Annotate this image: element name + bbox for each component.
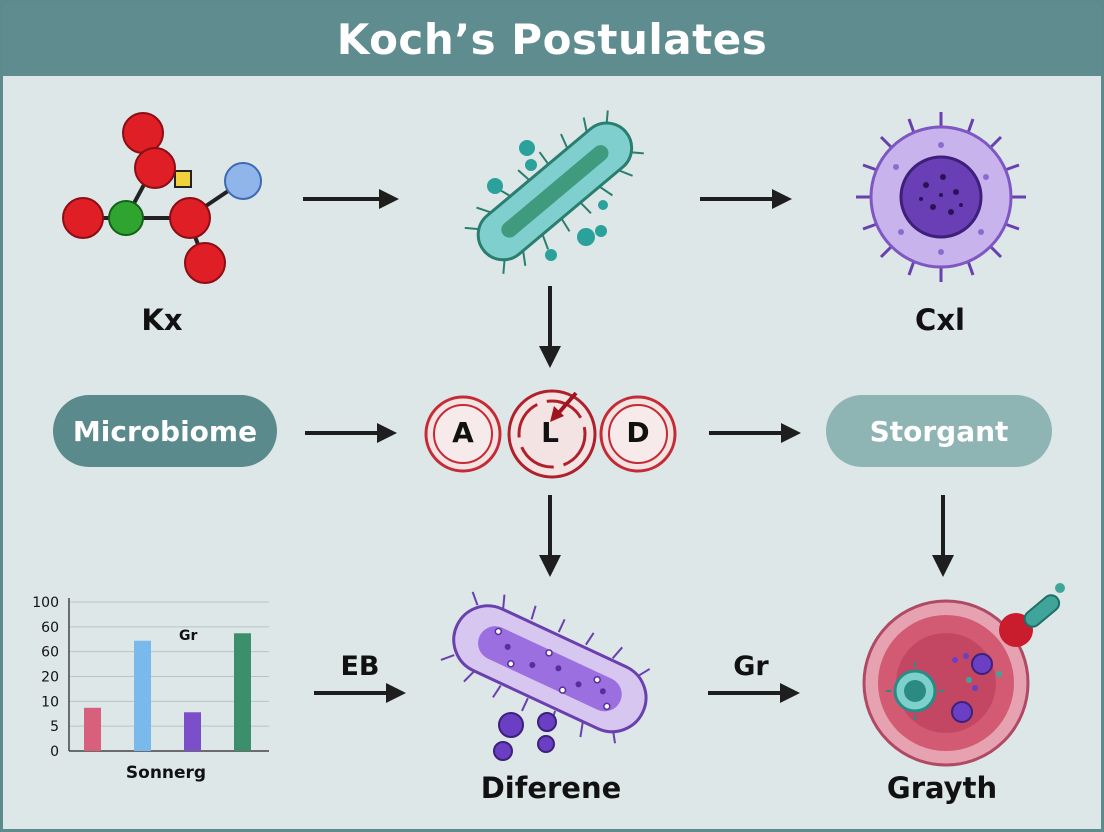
circle-l-label: L	[541, 416, 559, 449]
y-tick-label: 0	[50, 744, 59, 760]
bar	[184, 712, 201, 751]
title-bar: Koch’s Postulates	[3, 3, 1101, 76]
purple-bacterium-icon	[440, 591, 651, 761]
molecule-icon	[62, 112, 262, 284]
storgant-pill: Storgant	[826, 395, 1052, 467]
circle-l-icon	[507, 389, 597, 479]
bar	[84, 707, 101, 751]
circle-d-icon	[599, 395, 677, 473]
bar	[234, 633, 251, 751]
arrow-label-gr: Gr	[733, 651, 769, 682]
circle-a-icon	[424, 395, 502, 473]
bottom-center-label: Diferene	[480, 771, 622, 805]
infected-cell-icon	[862, 583, 1065, 767]
circle-d-label: D	[626, 416, 650, 449]
chart-x-label: Sonnerg	[125, 763, 207, 783]
bottom-right-label: Grayth	[886, 771, 998, 805]
y-tick-label: 60	[41, 645, 59, 661]
y-tick-label: 10	[41, 694, 59, 710]
storgant-label: Storgant	[869, 414, 1009, 448]
bar-chart: 100 60 60 20 10 5 0 Gr	[32, 595, 269, 760]
y-tick-label: 5	[50, 719, 59, 735]
page-title: Koch’s Postulates	[336, 15, 768, 64]
arrow-icon	[932, 495, 954, 577]
arrow-icon	[314, 683, 406, 703]
y-tick-label: 100	[32, 595, 59, 611]
bacterium-icon	[464, 110, 644, 274]
y-tick-label: 20	[41, 670, 59, 686]
y-tick-label: 60	[41, 620, 59, 636]
arrow-icon	[539, 286, 561, 368]
cell-label: Cxl	[915, 303, 965, 337]
bar	[134, 640, 151, 751]
molecule-label: Kx	[141, 303, 183, 337]
arrow-icon	[709, 423, 801, 443]
chart-annotation: Gr	[179, 628, 197, 644]
arrow-icon	[700, 189, 792, 209]
circle-a-label: A	[452, 416, 474, 449]
arrow-icon	[303, 189, 399, 209]
arrow-icon	[708, 683, 800, 703]
microbiome-label: Microbiome	[72, 414, 258, 448]
arrow-label-eb: EB	[340, 651, 380, 682]
arrow-icon	[539, 495, 561, 577]
arrow-icon	[305, 423, 397, 443]
microbiome-pill: Microbiome	[53, 395, 277, 467]
immune-cell-icon	[856, 112, 1026, 282]
